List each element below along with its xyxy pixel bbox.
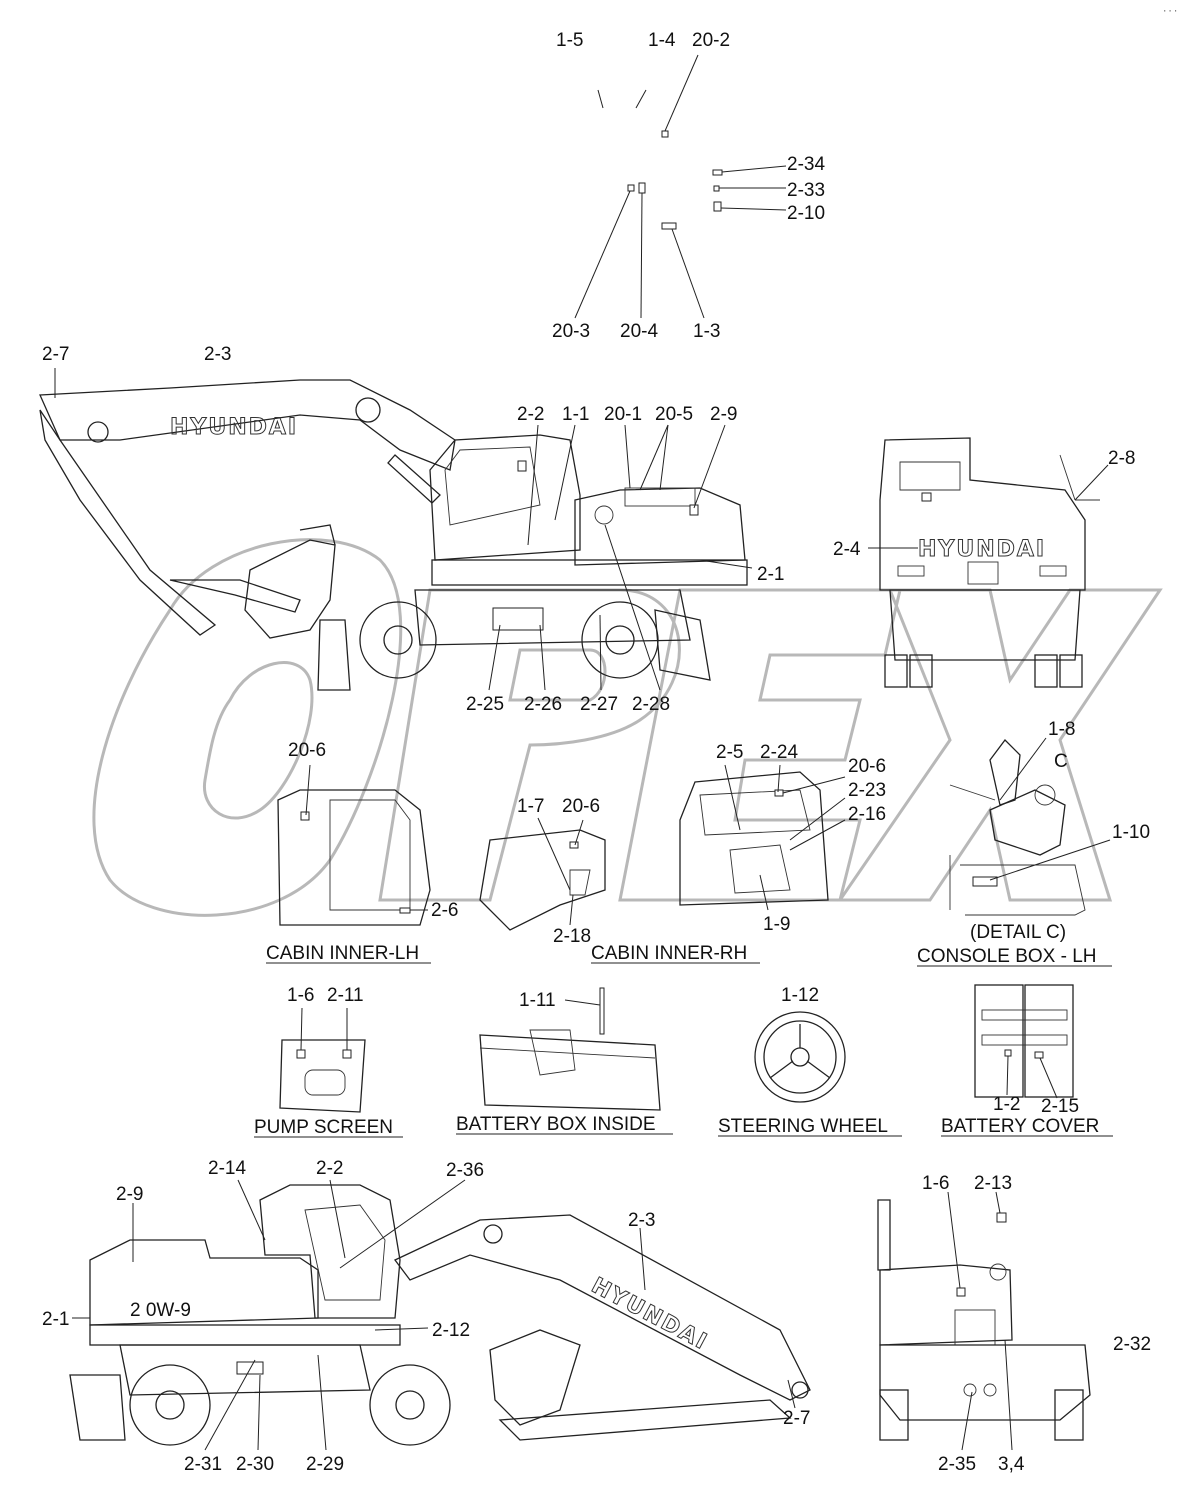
callout-2-35: 2-35 bbox=[938, 1454, 976, 1475]
callout-2-2-rh: 2-2 bbox=[316, 1158, 343, 1179]
callout-2-31: 2-31 bbox=[184, 1454, 222, 1475]
excavator-front-view bbox=[877, 1199, 1091, 1441]
callout-2-1: 2-1 bbox=[757, 564, 784, 585]
callout-2-27: 2-27 bbox=[580, 694, 618, 715]
caption-cabin-inner-rh: CABIN INNER-RH bbox=[591, 943, 747, 964]
steering-wheel bbox=[754, 1011, 846, 1103]
callout-1-5: 1-5 bbox=[556, 30, 583, 51]
caption-battery-box-inside: BATTERY BOX INSIDE bbox=[456, 1114, 656, 1135]
callout-2-6: 2-6 bbox=[431, 900, 458, 921]
callout-2-11: 2-11 bbox=[327, 985, 364, 1006]
loose-decals bbox=[574, 54, 787, 319]
rh-boom-brand-text: HYUNDAI bbox=[587, 1273, 712, 1355]
callout-2-18: 2-18 bbox=[553, 926, 591, 947]
callout-labels: 1-5 1-4 20-2 2-34 2-33 2-10 20-3 20-4 1-… bbox=[42, 30, 1151, 1475]
rear-brand-text: HYUNDAI bbox=[918, 537, 1046, 562]
caption-cabin-inner-lh: CABIN INNER-LH bbox=[266, 943, 419, 964]
callout-1-11: 1-11 bbox=[519, 990, 556, 1011]
callout-2-2: 2-2 bbox=[517, 404, 544, 425]
caption-console-box-lh: CONSOLE BOX - LH bbox=[917, 946, 1097, 967]
callout-1-4: 1-4 bbox=[648, 30, 676, 51]
callout-2-3: 2-3 bbox=[204, 344, 231, 365]
callout-2-24: 2-24 bbox=[760, 742, 798, 763]
callout-2-36: 2-36 bbox=[446, 1160, 484, 1181]
callout-c: C bbox=[1054, 751, 1068, 772]
callout-1-7: 1-7 bbox=[517, 796, 544, 817]
callout-2-1-rh: 2-1 bbox=[42, 1309, 69, 1330]
callout-2-23: 2-23 bbox=[848, 780, 886, 801]
callout-2-7-rh: 2-7 bbox=[783, 1408, 810, 1429]
callout-2-10: 2-10 bbox=[787, 203, 825, 224]
callout-1-3: 1-3 bbox=[693, 321, 720, 342]
model-text: 2 0W-9 bbox=[130, 1300, 191, 1321]
callout-20-5: 20-5 bbox=[655, 404, 693, 425]
callout-1-9: 1-9 bbox=[763, 914, 790, 935]
callout-1-10: 1-10 bbox=[1112, 822, 1150, 843]
caption-battery-cover: BATTERY COVER bbox=[941, 1116, 1099, 1137]
console-box-lh bbox=[949, 739, 1086, 916]
callout-20-2: 20-2 bbox=[692, 30, 730, 51]
callout-2-13: 2-13 bbox=[974, 1173, 1012, 1194]
excavator-rear-view: HYUNDAI bbox=[879, 437, 1100, 688]
callout-3-4: 3,4 bbox=[998, 1454, 1025, 1475]
callout-20-3: 20-3 bbox=[552, 321, 590, 342]
callout-1-8: 1-8 bbox=[1048, 719, 1075, 740]
callout-2-14: 2-14 bbox=[208, 1158, 246, 1179]
cab-interior bbox=[679, 771, 829, 906]
callout-2-30: 2-30 bbox=[236, 1454, 274, 1475]
callout-2-32: 2-32 bbox=[1113, 1334, 1151, 1355]
excavator-rh-view: 2 0W-9 HYUNDAI bbox=[69, 1184, 811, 1446]
caption-pump-screen: PUMP SCREEN bbox=[254, 1117, 393, 1138]
callout-2-12: 2-12 bbox=[432, 1320, 470, 1341]
leader-lines bbox=[54, 368, 1111, 1451]
boom-brand-text: HYUNDAI bbox=[170, 415, 298, 440]
caption-detail-c: (DETAIL C) bbox=[970, 922, 1066, 943]
callout-1-6-front: 1-6 bbox=[922, 1173, 949, 1194]
callout-2-29: 2-29 bbox=[306, 1454, 344, 1475]
section-captions: CABIN INNER-LH CABIN INNER-RH (DETAIL C)… bbox=[254, 922, 1113, 1138]
pump-screen bbox=[279, 1039, 366, 1113]
callout-20-6-cab: 20-6 bbox=[848, 756, 886, 777]
callout-2-4: 2-4 bbox=[833, 539, 861, 560]
callout-1-2: 1-2 bbox=[993, 1094, 1020, 1115]
callout-20-6-rh: 20-6 bbox=[562, 796, 600, 817]
callout-2-28: 2-28 bbox=[632, 694, 670, 715]
callout-2-26: 2-26 bbox=[524, 694, 562, 715]
excavator-side-view: HYUNDAI bbox=[39, 379, 748, 691]
callout-2-3-rh: 2-3 bbox=[628, 1210, 655, 1231]
battery-cover bbox=[974, 984, 1074, 1098]
callout-1-6-pump: 1-6 bbox=[287, 985, 314, 1006]
callout-2-33: 2-33 bbox=[787, 180, 825, 201]
callout-1-1: 1-1 bbox=[562, 404, 589, 425]
callout-2-25: 2-25 bbox=[466, 694, 504, 715]
callout-2-5: 2-5 bbox=[716, 742, 743, 763]
corner-mark: ··· bbox=[1162, 7, 1178, 17]
callout-2-34: 2-34 bbox=[787, 154, 825, 175]
caption-steering-wheel: STEERING WHEEL bbox=[718, 1116, 888, 1137]
cabin-inner-lh bbox=[277, 789, 431, 926]
callout-1-12: 1-12 bbox=[781, 985, 819, 1006]
callout-20-6-lh: 20-6 bbox=[288, 740, 326, 761]
watermark bbox=[92, 538, 1163, 917]
callout-2-15: 2-15 bbox=[1041, 1096, 1079, 1117]
callout-2-7: 2-7 bbox=[42, 344, 69, 365]
callout-2-9-rh: 2-9 bbox=[116, 1184, 143, 1205]
callout-20-1: 20-1 bbox=[604, 404, 642, 425]
callout-2-8: 2-8 bbox=[1108, 448, 1135, 469]
battery-box-inside bbox=[479, 987, 661, 1111]
cabin-inner-rh bbox=[479, 829, 606, 931]
callout-2-16: 2-16 bbox=[848, 804, 886, 825]
callout-2-9: 2-9 bbox=[710, 404, 737, 425]
callout-20-4: 20-4 bbox=[620, 321, 658, 342]
